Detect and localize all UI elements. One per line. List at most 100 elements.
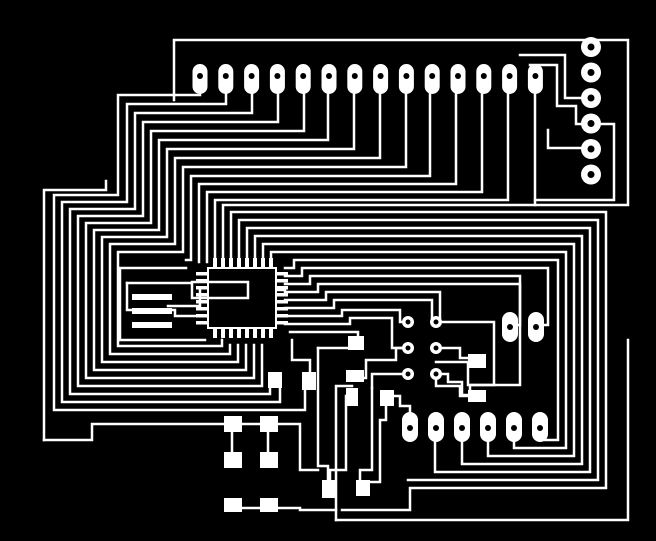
trace-bus-13 bbox=[213, 76, 510, 264]
ic-pins-bottom bbox=[213, 328, 273, 338]
trace-mid-5 bbox=[283, 316, 410, 350]
comp-pad-6 bbox=[260, 498, 278, 512]
right-header-pin bbox=[581, 88, 601, 108]
trace-bus-14 bbox=[221, 76, 537, 264]
bottom-header-pin bbox=[506, 412, 522, 442]
side-oval-pads bbox=[502, 312, 544, 342]
trace-bottom-left bbox=[42, 422, 320, 472]
left-smd-pads bbox=[132, 294, 172, 328]
smd-pad-left-3 bbox=[132, 322, 172, 328]
top-header-pin bbox=[476, 64, 492, 94]
ic-pin-top bbox=[237, 258, 241, 268]
ic-pin-right bbox=[276, 314, 288, 318]
ic-pin-right bbox=[276, 286, 288, 290]
comp-pad-2 bbox=[260, 416, 278, 432]
smd-pad-h bbox=[468, 390, 486, 402]
ic-pin-left bbox=[196, 321, 208, 325]
smd-pad-d bbox=[346, 370, 364, 382]
ic-pin-bottom bbox=[253, 328, 257, 338]
trace-low-9 bbox=[366, 394, 388, 484]
right-pin-header bbox=[581, 37, 601, 185]
trace-rbus-2 bbox=[237, 218, 600, 482]
trace-low-6 bbox=[334, 338, 630, 522]
ic-pin-right bbox=[276, 321, 288, 325]
right-header-pin bbox=[581, 37, 601, 57]
trace-bus-5 bbox=[84, 76, 306, 380]
top-pin-header bbox=[192, 64, 543, 94]
trace-low-12 bbox=[434, 372, 480, 398]
trace-bus-10 bbox=[184, 76, 432, 262]
smd-pad-left-2 bbox=[132, 308, 172, 314]
bottom-header-pin bbox=[428, 412, 444, 442]
smd-pad-c bbox=[348, 336, 364, 350]
right-header-pin bbox=[581, 62, 601, 83]
top-header-pin bbox=[424, 64, 440, 94]
trace-bus-6 bbox=[92, 76, 330, 372]
smd-pad-g bbox=[468, 354, 486, 368]
ic-pin-left bbox=[196, 307, 208, 311]
right-header-pin bbox=[581, 139, 601, 159]
top-header-pin bbox=[373, 64, 389, 94]
comp-pad-3 bbox=[224, 452, 242, 468]
ic-footprint bbox=[190, 258, 288, 338]
trace-rh-4 bbox=[533, 122, 616, 202]
smd-pad-f bbox=[380, 390, 394, 406]
top-header-pin bbox=[218, 64, 234, 94]
trace-ic-l3 bbox=[118, 266, 207, 342]
top-header-pin bbox=[502, 64, 518, 94]
trace-bus-7 bbox=[100, 76, 356, 364]
ic-pin-top bbox=[245, 258, 249, 268]
bottom-header-pin bbox=[532, 412, 548, 442]
trace-bus-11 bbox=[197, 76, 458, 264]
ic-pin-bottom bbox=[245, 328, 249, 338]
ic-pin-left bbox=[196, 293, 208, 297]
comp-pad-5 bbox=[224, 498, 242, 512]
top-header-pin bbox=[347, 64, 363, 94]
ic-pin-bottom bbox=[269, 328, 273, 338]
top-header-pin bbox=[321, 64, 337, 94]
ic-pin-top bbox=[253, 258, 257, 268]
trace-bus-1 bbox=[52, 76, 307, 412]
trace-rh-1 bbox=[518, 53, 592, 100]
smd-pad-e bbox=[346, 388, 358, 406]
smd-pad-j bbox=[356, 480, 370, 496]
trace-rbus-5 bbox=[261, 242, 576, 458]
ic-pin-top bbox=[221, 258, 225, 268]
trace-bus-3 bbox=[68, 76, 272, 396]
via-grid bbox=[402, 316, 442, 380]
ic-inner-pad bbox=[190, 280, 250, 300]
side-oval-hole-1 bbox=[507, 324, 513, 330]
top-header-pin bbox=[269, 64, 285, 94]
bottom-header-pin bbox=[454, 412, 470, 442]
trace-mid-3 bbox=[283, 298, 434, 324]
trace-low-4 bbox=[316, 346, 330, 490]
smd-pad-b bbox=[302, 372, 316, 390]
ic-pin-left bbox=[196, 300, 208, 304]
right-header-pin bbox=[581, 113, 601, 134]
smd-pad-a bbox=[268, 372, 282, 388]
ic-pin-left bbox=[196, 272, 208, 276]
top-header-pin bbox=[244, 64, 260, 94]
top-header-pin bbox=[192, 64, 208, 94]
top-header-pin bbox=[295, 64, 311, 94]
ic-pin-bottom bbox=[221, 328, 225, 338]
smd-pad-i bbox=[322, 480, 336, 498]
trace-rh-2 bbox=[528, 63, 592, 126]
trace-low-2 bbox=[290, 338, 312, 382]
ic-pin-top bbox=[229, 258, 233, 268]
ic-pin-top bbox=[213, 258, 217, 268]
trace-bus-2 bbox=[60, 76, 282, 404]
ic-pin-bottom bbox=[237, 328, 241, 338]
trace-rbus-9 bbox=[283, 274, 522, 327]
side-oval-hole-2 bbox=[533, 324, 539, 330]
trace-bus-12 bbox=[205, 76, 484, 264]
trace-mid-4 bbox=[283, 308, 410, 324]
ic-pin-bottom bbox=[213, 328, 217, 338]
bottom-left-components bbox=[224, 416, 278, 512]
ic-pin-right bbox=[276, 279, 288, 283]
ic-pin-left bbox=[196, 314, 208, 318]
smd-pad-left-1 bbox=[132, 294, 172, 300]
ic-pin-bottom bbox=[261, 328, 265, 338]
trace-rh-3 bbox=[546, 128, 592, 150]
trace-rbus-4 bbox=[253, 234, 584, 466]
